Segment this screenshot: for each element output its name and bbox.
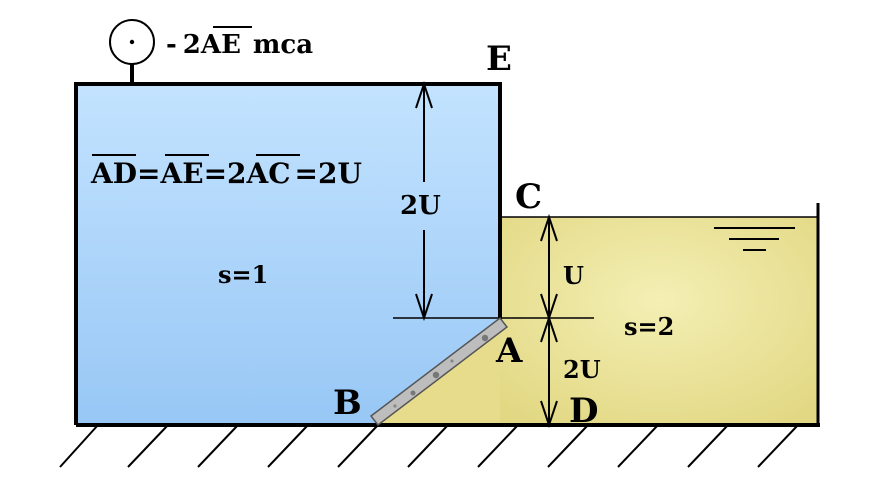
point-label-E: E bbox=[486, 39, 512, 79]
left-tank-fluid bbox=[76, 84, 500, 425]
right-tank-fluid bbox=[500, 217, 818, 425]
point-label-B: B bbox=[333, 383, 362, 423]
ground-hatching bbox=[59, 424, 799, 468]
gate-AB bbox=[369, 316, 509, 427]
point-label-A: A bbox=[495, 331, 523, 371]
point-label-C: C bbox=[515, 177, 542, 217]
dim-label-U: U bbox=[563, 261, 584, 290]
dim-arrow-left-2U bbox=[415, 80, 433, 322]
dim-arrow-right-2U bbox=[540, 314, 558, 429]
free-surface-symbol bbox=[714, 227, 795, 251]
point-label-D: D bbox=[569, 391, 598, 431]
dim-label-left-2U: 2U bbox=[400, 191, 441, 221]
gauge-center-dot bbox=[129, 39, 135, 45]
dim-label-right-2U: 2U bbox=[563, 355, 601, 384]
equation-label: AD=AE=2AC=2U bbox=[90, 157, 362, 190]
density-right: s=2 bbox=[624, 312, 674, 341]
density-left: s=1 bbox=[218, 260, 268, 289]
left-tank-outline bbox=[74, 82, 502, 425]
